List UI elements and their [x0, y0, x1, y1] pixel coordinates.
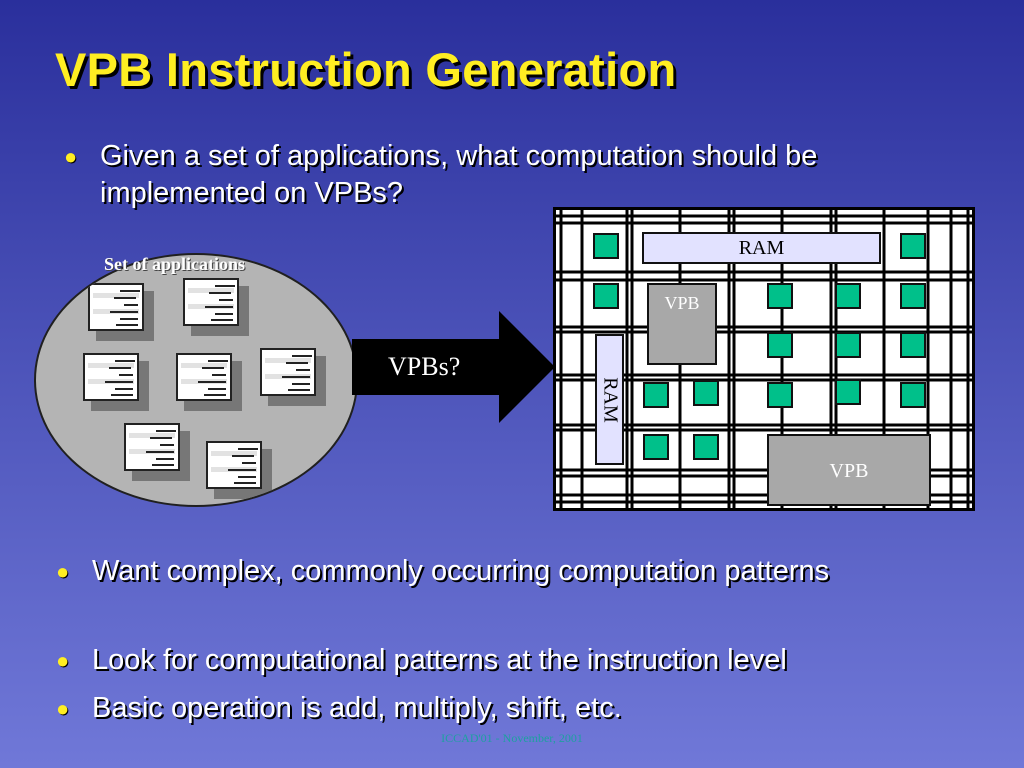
arrow-right-icon — [352, 311, 555, 423]
logic-cell — [767, 283, 793, 309]
logic-cell — [643, 382, 669, 408]
logic-cell — [900, 233, 926, 259]
logic-cell — [693, 434, 719, 460]
document-icon — [124, 423, 190, 481]
bullet-text: Basic operation is add, multiply, shift,… — [92, 692, 622, 724]
slide-title: VPB Instruction Generation — [55, 43, 677, 96]
bullet-dot: ● — [56, 559, 70, 584]
bullet-text: Want complex, commonly occurring computa… — [92, 555, 830, 587]
bullet-dot: ● — [56, 648, 70, 673]
routing-grid — [553, 207, 975, 511]
vpb-block-small: VPB — [647, 283, 717, 365]
bullet-text: Given a set of applications, what comput… — [100, 140, 818, 209]
logic-cell — [693, 380, 719, 406]
applications-circle — [34, 253, 358, 507]
ram-block-horizontal: RAM — [642, 232, 881, 264]
document-icon — [260, 348, 326, 406]
logic-cell — [900, 332, 926, 358]
logic-cell — [835, 379, 861, 405]
ram-block-vertical: RAM — [595, 334, 624, 465]
logic-cell — [767, 382, 793, 408]
document-icon — [83, 353, 149, 411]
bullet-basic-operation: ● Basic operation is add, multiply, shif… — [56, 690, 992, 727]
bullet-dot: ● — [64, 144, 78, 169]
document-icon — [206, 441, 272, 499]
applications-label: Set of applications — [104, 254, 246, 274]
document-icon — [183, 278, 249, 336]
logic-cell — [643, 434, 669, 460]
bullet-text: Look for computational patterns at the i… — [92, 644, 787, 676]
vpb-fabric-grid: RAM VPB RAM VPB — [553, 207, 975, 511]
slide-footer: ICCAD'01 - November, 2001 — [441, 731, 583, 745]
document-icon — [88, 283, 154, 341]
vpb-block-large: VPB — [767, 434, 931, 506]
bullet-dot: ● — [56, 696, 70, 721]
bullet-given-set: ● Given a set of applications, what comp… — [64, 138, 980, 212]
ram-vertical-label: RAM — [599, 376, 621, 423]
logic-cell — [900, 382, 926, 408]
logic-cell — [593, 283, 619, 309]
logic-cell — [593, 233, 619, 259]
logic-cell — [835, 283, 861, 309]
document-icon — [176, 353, 242, 411]
logic-cell — [835, 332, 861, 358]
logic-cell — [767, 332, 793, 358]
logic-cell — [900, 283, 926, 309]
arrow-label: VPBs? — [388, 352, 461, 381]
bullet-want-complex: ● Want complex, commonly occurring compu… — [56, 553, 892, 590]
bullet-look-for: ● Look for computational patterns at the… — [56, 642, 992, 679]
